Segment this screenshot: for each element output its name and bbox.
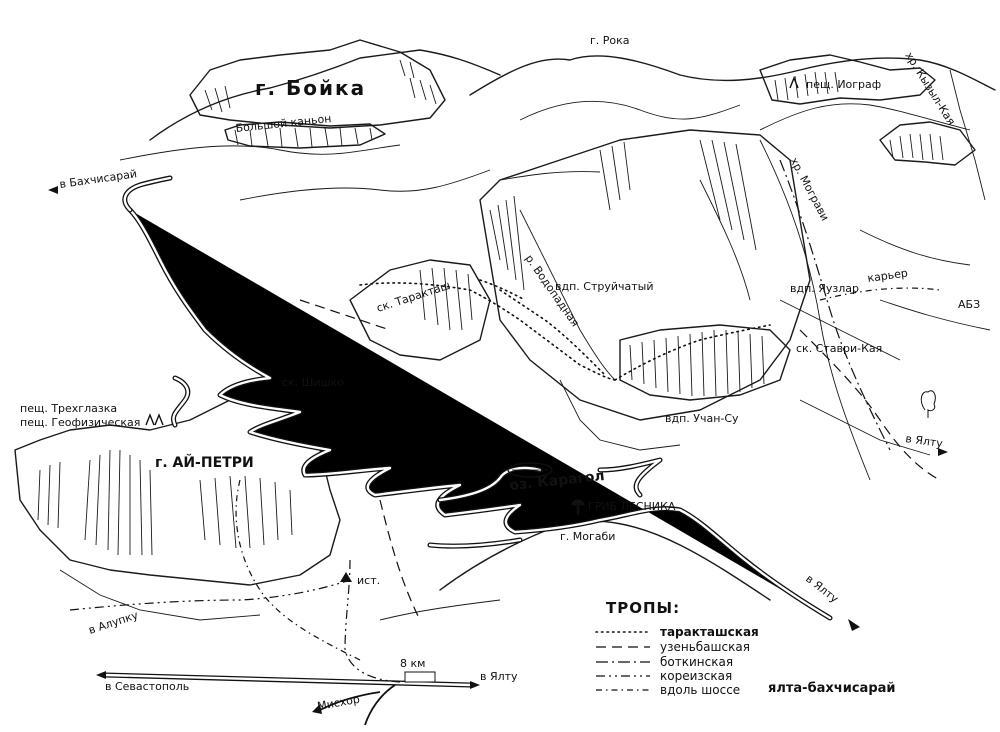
label-shishko: ск. Шишко xyxy=(282,376,344,389)
label-bakhchisaray: в Бахчисарай xyxy=(59,167,138,191)
label-yaltu-bottom: в Ялту xyxy=(480,670,518,683)
tree-icon xyxy=(920,390,936,418)
cave-icon-1 xyxy=(145,413,155,426)
legend-label-botk: боткинская xyxy=(660,655,733,669)
legend-road-label: ялта-бахчисарай xyxy=(768,681,896,696)
km-marker xyxy=(404,671,436,683)
label-miskhor: Мисхор xyxy=(316,693,361,713)
arrow-sevastopol xyxy=(96,671,106,679)
label-boyka: г. Бойка xyxy=(255,76,366,100)
legend-label-tarak: таракташская xyxy=(660,625,759,639)
label-ist: ист. xyxy=(357,574,380,587)
legend-label-uzen: узеньбашская xyxy=(660,640,750,654)
distant-ridges xyxy=(119,49,996,331)
legend-label-korei: кореизская xyxy=(660,669,732,683)
cave-icon-2 xyxy=(154,413,164,426)
arrow-bakhchisaray xyxy=(48,186,58,194)
label-mograv: хр. Мограви xyxy=(787,155,831,223)
legend: ТРОПЫ: таракташская узеньбашская боткинс… xyxy=(595,599,896,697)
label-iograf-1: пещ. Иограф xyxy=(806,78,881,91)
label-km8: 8 км xyxy=(400,657,425,670)
label-yaltu-right: в Ялту xyxy=(905,432,944,450)
label-uchansu: вдп. Учан-Су xyxy=(665,412,739,425)
map-symbols xyxy=(48,76,948,726)
label-trekhglazka: пещ. Трехглазка xyxy=(20,402,117,415)
mogabi-ridge xyxy=(379,520,771,621)
label-karer: карьер xyxy=(867,266,909,285)
label-abz: АБЗ xyxy=(958,298,980,311)
legend-title: ТРОПЫ: xyxy=(606,599,680,617)
spring-icon xyxy=(340,572,352,582)
arrow-yaltu-bottom xyxy=(470,681,480,689)
label-geofiz: пещ. Геофизическая xyxy=(20,416,140,429)
karagol-lake xyxy=(507,462,553,478)
label-canyon: Большой каньон xyxy=(235,112,332,135)
cave-icon-3 xyxy=(789,76,799,89)
streams xyxy=(499,139,871,481)
arrow-yaltu-road xyxy=(848,619,860,631)
central-plateau xyxy=(349,129,931,456)
boyka-massif xyxy=(189,39,446,149)
mushroom-icon xyxy=(571,499,585,515)
label-taraktash: ск. Таракташ xyxy=(375,279,452,315)
arrow-miskhor xyxy=(312,704,322,714)
trails xyxy=(69,159,941,683)
label-yaltu-road: в Ялту xyxy=(803,572,841,606)
label-yauzlar: вдп. Яузлар xyxy=(790,282,859,295)
ai-petri-massif xyxy=(14,389,341,621)
legend-label-shosse: вдоль шоссе xyxy=(660,683,740,697)
label-gribl: ГРИБ ЛЕСНИКА xyxy=(588,500,676,513)
iograf-massif xyxy=(759,54,986,201)
arrow-yaltu-right xyxy=(938,448,948,456)
main-road xyxy=(102,175,830,688)
label-roka: г. Рока xyxy=(590,34,630,47)
label-aipetri: г. АЙ-ПЕТРИ xyxy=(155,454,254,471)
label-mogabi: г. Могаби xyxy=(560,530,615,543)
label-alupka: в Алупку xyxy=(87,608,140,636)
label-sevastopol: в Севастополь xyxy=(105,680,189,693)
label-struychaty: вдп. Струйчатый xyxy=(555,280,653,293)
label-kyzyl: хр. Кызыл-Кая xyxy=(902,50,957,128)
label-stavri: ск. Ставри-Кая xyxy=(796,342,882,355)
map-labels: г. Бойка Большой каньон г. Рока пещ. Иог… xyxy=(20,34,980,713)
